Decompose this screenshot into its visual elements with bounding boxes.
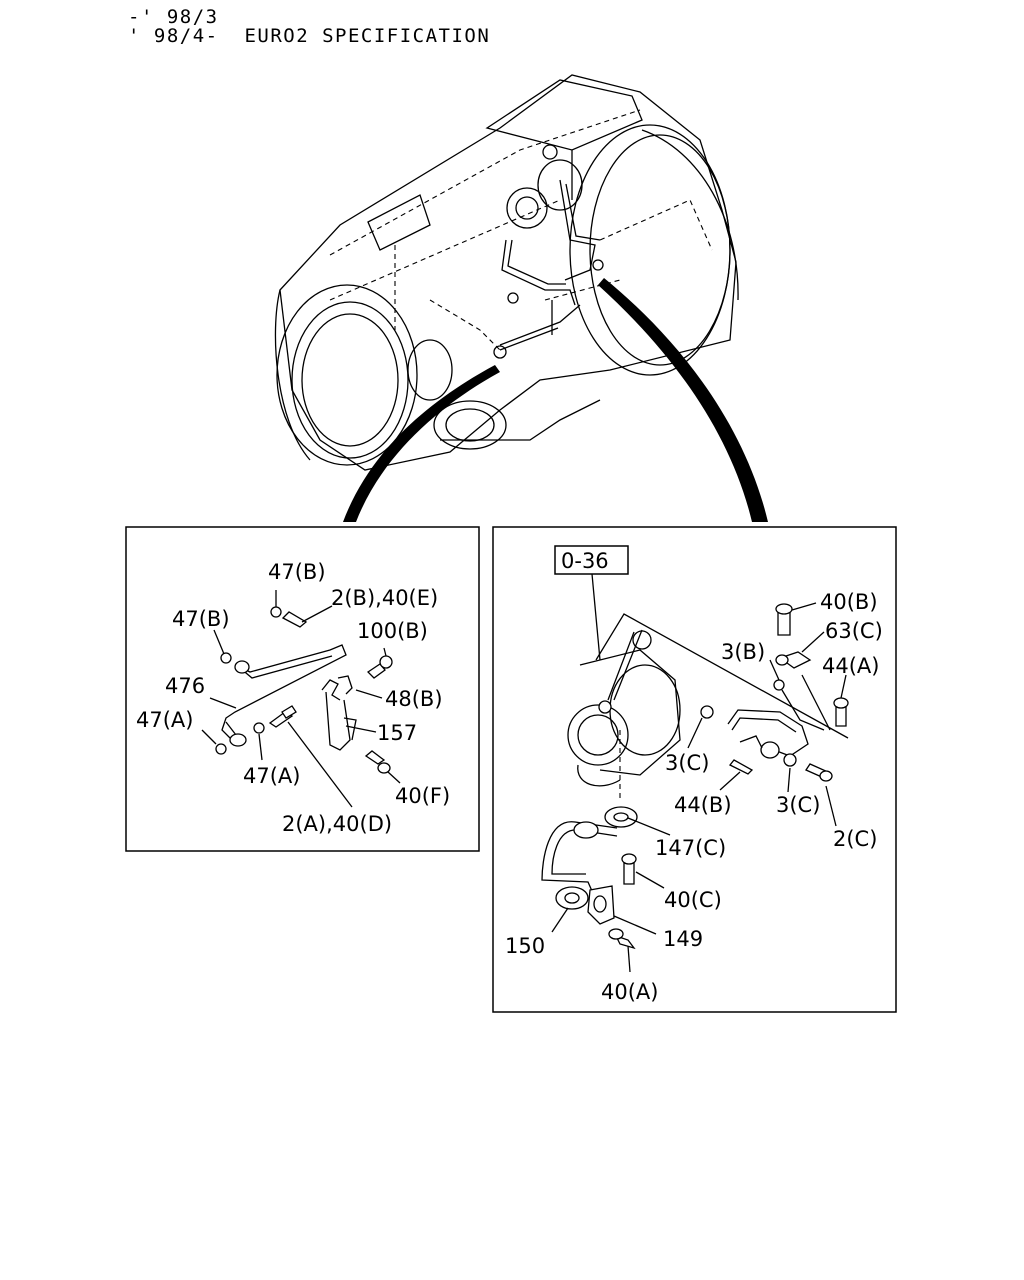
engine-overview-illustration bbox=[274, 74, 739, 471]
label-44a: 44(A) bbox=[822, 654, 879, 678]
turbocharger-detail bbox=[567, 613, 849, 800]
label-47b-top: 47(B) bbox=[268, 560, 326, 584]
label-48b: 48(B) bbox=[385, 687, 443, 711]
label-157: 157 bbox=[377, 721, 417, 745]
label-47b-left: 47(B) bbox=[172, 607, 230, 631]
label-3c-left: 3(C) bbox=[665, 751, 709, 775]
label-149: 149 bbox=[663, 927, 703, 951]
label-147c: 147(C) bbox=[655, 836, 726, 860]
label-40a: 40(A) bbox=[601, 980, 658, 1004]
label-476: 476 bbox=[165, 674, 205, 698]
reference-box bbox=[554, 545, 629, 575]
label-2a-40d: 2(A),40(D) bbox=[282, 812, 392, 836]
label-44b: 44(B) bbox=[674, 793, 732, 817]
label-47a-bottom: 47(A) bbox=[243, 764, 300, 788]
label-100b: 100(B) bbox=[357, 619, 428, 643]
label-40b: 40(B) bbox=[820, 590, 878, 614]
callout-sweep-left bbox=[343, 365, 500, 522]
label-2b-40e: 2(B),40(E) bbox=[331, 586, 438, 610]
detail-panel-right: 0-36 bbox=[492, 526, 897, 1013]
label-150: 150 bbox=[505, 934, 545, 958]
label-40c: 40(C) bbox=[664, 888, 722, 912]
label-40f: 40(F) bbox=[395, 784, 450, 808]
label-63c: 63(C) bbox=[825, 619, 883, 643]
label-47a-left: 47(A) bbox=[136, 708, 193, 732]
detail-panel-left: 47(B) 2(B),40(E) 47(B) 100(B) 476 48(B) … bbox=[125, 526, 480, 852]
left-panel-frame bbox=[125, 526, 480, 852]
right-panel-frame bbox=[492, 526, 897, 1013]
header-date-range: -' 98/3 bbox=[128, 6, 219, 28]
reference-box-label: 0-36 bbox=[561, 549, 609, 573]
label-3c-right: 3(C) bbox=[776, 793, 820, 817]
callout-sweep-right bbox=[598, 278, 768, 522]
header-specification: ' 98/4- EURO2 SPECIFICATION bbox=[128, 25, 491, 47]
label-3b: 3(B) bbox=[721, 640, 765, 664]
label-2c: 2(C) bbox=[833, 827, 877, 851]
